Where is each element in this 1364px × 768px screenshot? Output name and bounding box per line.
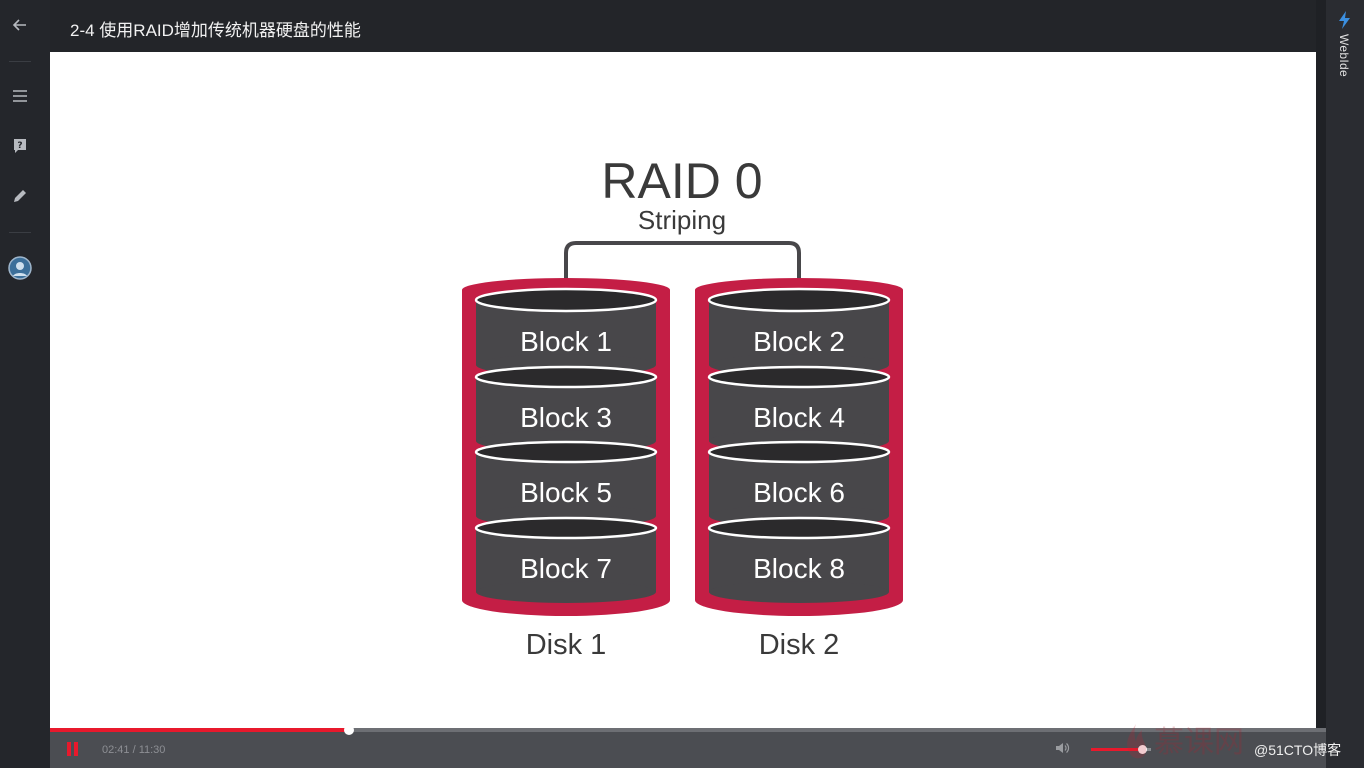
disk-1: Block 1 Block 3 Block 5 Block 7 Disk 1 [462, 278, 670, 661]
webide-button[interactable]: WebIde [1326, 0, 1364, 90]
menu-icon[interactable] [0, 76, 40, 116]
progress-bar[interactable] [50, 725, 1326, 735]
disk-label: Disk 1 [526, 629, 607, 661]
progress-handle[interactable] [343, 725, 354, 735]
imooc-watermark-logo: 慕课网 [1127, 724, 1244, 760]
video-header: 2-4 使用RAID增加传统机器硬盘的性能 [50, 0, 1316, 52]
lightning-icon [1339, 11, 1350, 29]
time-display: 02:41 / 11:30 [102, 744, 166, 756]
block-label: Block 4 [753, 402, 845, 433]
pencil-icon[interactable] [0, 176, 40, 216]
block-label: Block 5 [520, 477, 612, 508]
block-label: Block 8 [753, 553, 845, 584]
avatar[interactable] [0, 248, 40, 288]
pause-button[interactable] [66, 742, 80, 756]
watermark-credit: @51CTO博客 [1254, 742, 1342, 758]
rail-divider [9, 232, 31, 233]
video-frame[interactable]: RAID 0 Striping Block 1 Block 3 [50, 52, 1316, 728]
disk-platter: Block 4 [707, 365, 891, 452]
volume-slider[interactable] [1091, 745, 1151, 754]
pause-icon [67, 742, 71, 756]
raid-slide: RAID 0 Striping Block 1 Block 3 [462, 153, 903, 661]
disk-platter: Block 8 [707, 516, 891, 603]
rail-divider [9, 61, 31, 62]
svg-text:?: ? [17, 141, 22, 151]
disk-label: Disk 2 [759, 629, 840, 661]
block-label: Block 6 [753, 477, 845, 508]
disk-platter: Block 5 [474, 440, 658, 527]
disk-2: Block 2 Block 4 Block 6 Block 8 Disk 2 [695, 278, 903, 661]
left-rail: ? [0, 0, 50, 768]
disk-platter: Block 2 [707, 287, 891, 376]
block-label: Block 3 [520, 402, 612, 433]
player-controls: 02:41 / 11:30 [50, 725, 1326, 768]
webide-label: WebIde [1337, 34, 1351, 77]
page-title: 2-4 使用RAID增加传统机器硬盘的性能 [70, 21, 361, 40]
block-label: Block 1 [520, 326, 612, 357]
volume-icon[interactable] [1054, 740, 1070, 756]
block-label: Block 7 [520, 553, 612, 584]
block-label: Block 2 [753, 326, 845, 357]
back-arrow-icon[interactable] [0, 5, 40, 45]
disk-platter: Block 3 [474, 365, 658, 452]
disk-platter: Block 7 [474, 516, 658, 603]
right-rail: WebIde [1326, 0, 1364, 768]
volume-fill [1091, 748, 1142, 751]
slide-heading: RAID 0 [601, 153, 762, 209]
disk-platter: Block 1 [474, 287, 658, 376]
watermark-logo-text: 慕课网 [1154, 725, 1244, 760]
slide-subheading: Striping [638, 205, 726, 235]
volume-handle[interactable] [1138, 745, 1147, 754]
progress-fill [50, 728, 349, 732]
question-icon[interactable]: ? [0, 126, 40, 166]
stripe-connector [564, 241, 801, 300]
disk-platter: Block 6 [707, 440, 891, 527]
